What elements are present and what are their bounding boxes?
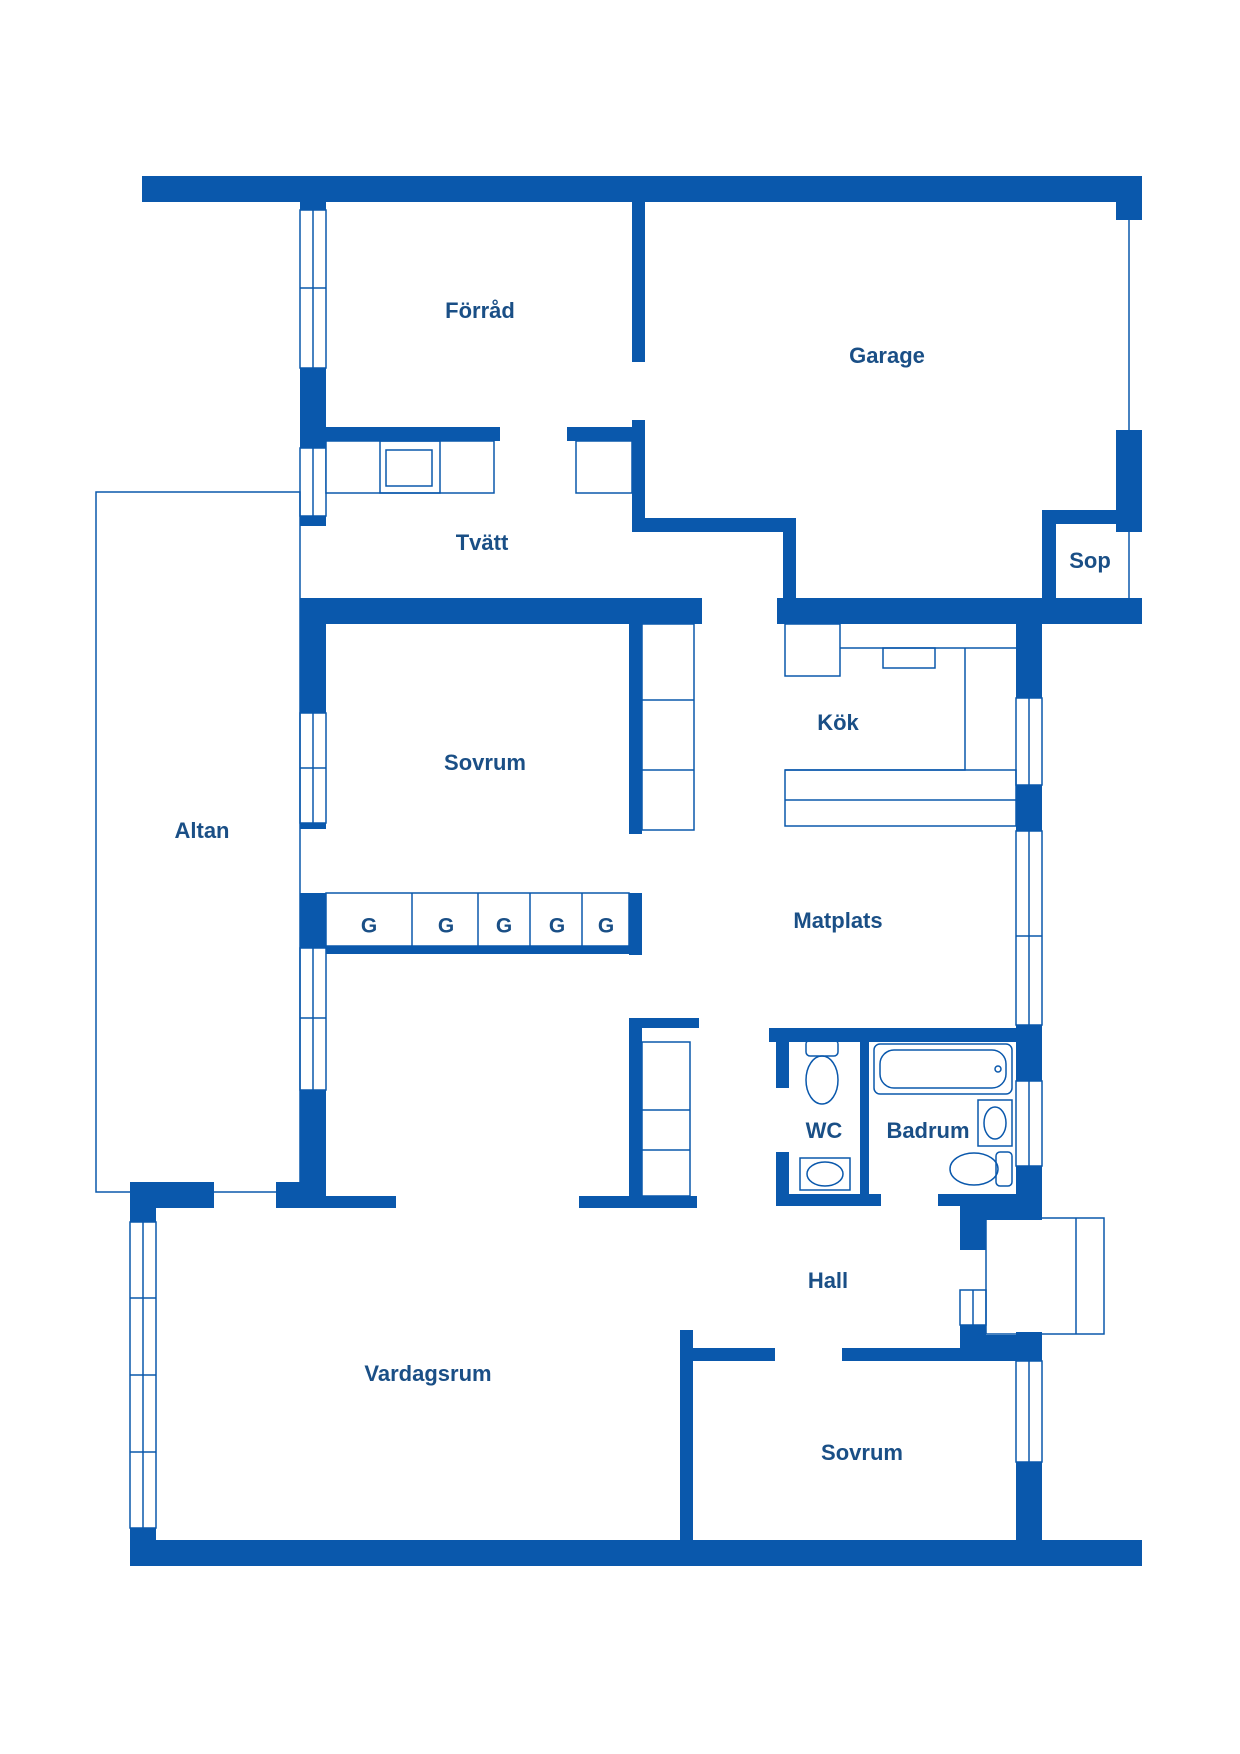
room-label-vardagsrum: Vardagsrum xyxy=(364,1361,491,1386)
wardrobe-label: G xyxy=(438,915,454,938)
room-label-forrad: Förråd xyxy=(445,298,515,323)
room-label-sop: Sop xyxy=(1069,548,1111,573)
room-label-kok: Kök xyxy=(817,710,859,735)
room-label-hall: Hall xyxy=(808,1268,848,1293)
wardrobe-labels: G G G G G xyxy=(361,915,614,938)
walls xyxy=(130,176,1142,1566)
thin-lines xyxy=(95,209,1130,1529)
wardrobe-label: G xyxy=(496,915,512,938)
wardrobe-label: G xyxy=(598,915,614,938)
room-label-sovrum-lower: Sovrum xyxy=(821,1440,903,1465)
room-label-matplats: Matplats xyxy=(793,908,882,933)
room-label-tvatt: Tvätt xyxy=(456,530,509,555)
room-labels: Förråd Garage Tvätt Sop Sovrum Kök Altan… xyxy=(175,298,1111,1465)
room-label-altan: Altan xyxy=(175,818,230,843)
room-label-sovrum-upper: Sovrum xyxy=(444,750,526,775)
room-label-wc: WC xyxy=(806,1118,843,1143)
room-label-badrum: Badrum xyxy=(886,1118,969,1143)
wardrobe-label: G xyxy=(549,915,565,938)
wardrobe-label: G xyxy=(361,915,377,938)
room-label-garage: Garage xyxy=(849,343,925,368)
